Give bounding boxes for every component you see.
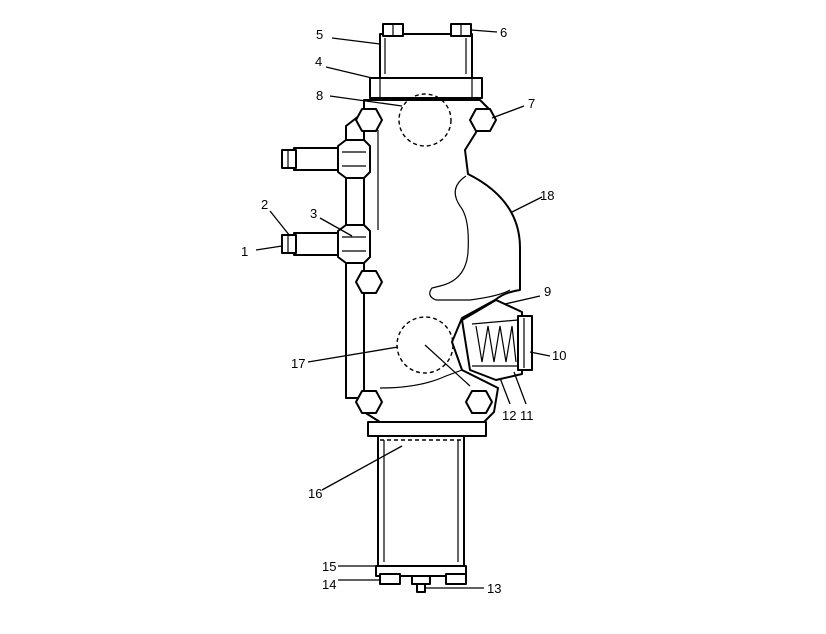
callout-7: 7: [528, 96, 535, 111]
body-bolt-top-left: [355, 108, 383, 132]
upper-side-fitting: [281, 139, 371, 179]
callout-1: 1: [241, 244, 248, 259]
callout-11: 11: [520, 408, 534, 423]
lower-cylinder: [377, 435, 465, 567]
bottom-bolt-right: [445, 573, 467, 585]
callout-10: 10: [552, 348, 566, 363]
top-cover: [379, 33, 473, 79]
gasket-plate: [369, 77, 483, 99]
callout-16: 16: [308, 486, 322, 501]
relief-plug: [461, 299, 533, 381]
upper-port-hidden: [398, 93, 452, 147]
callout-13: 13: [487, 581, 501, 596]
body-bolt-mid-left: [355, 270, 383, 294]
callout-2: 2: [261, 197, 268, 212]
callout-9: 9: [544, 284, 551, 299]
lower-port-hidden: [396, 316, 454, 374]
callout-4: 4: [315, 54, 322, 69]
top-bolt-right: [450, 23, 472, 37]
body-bolt-bottom-right: [465, 390, 493, 414]
callout-17: 17: [291, 356, 305, 371]
callout-3: 3: [310, 206, 317, 221]
bottom-bolt-left: [379, 573, 401, 585]
callout-12: 12: [502, 408, 516, 423]
lower-side-fitting: [281, 224, 371, 264]
bottom-plug: [411, 575, 431, 593]
top-bolt-left: [382, 23, 404, 37]
callout-8: 8: [316, 88, 323, 103]
valve-body: [345, 99, 521, 423]
callout-14: 14: [322, 577, 336, 592]
callout-6: 6: [500, 25, 507, 40]
body-bolt-bottom-left: [355, 390, 383, 414]
lower-plate: [367, 421, 487, 437]
body-bolt-top-right: [469, 108, 497, 132]
callout-18: 18: [540, 188, 554, 203]
callout-5: 5: [316, 27, 323, 42]
callout-15: 15: [322, 559, 336, 574]
relief-spring: [471, 319, 519, 367]
leader-lines: [255, 29, 551, 589]
